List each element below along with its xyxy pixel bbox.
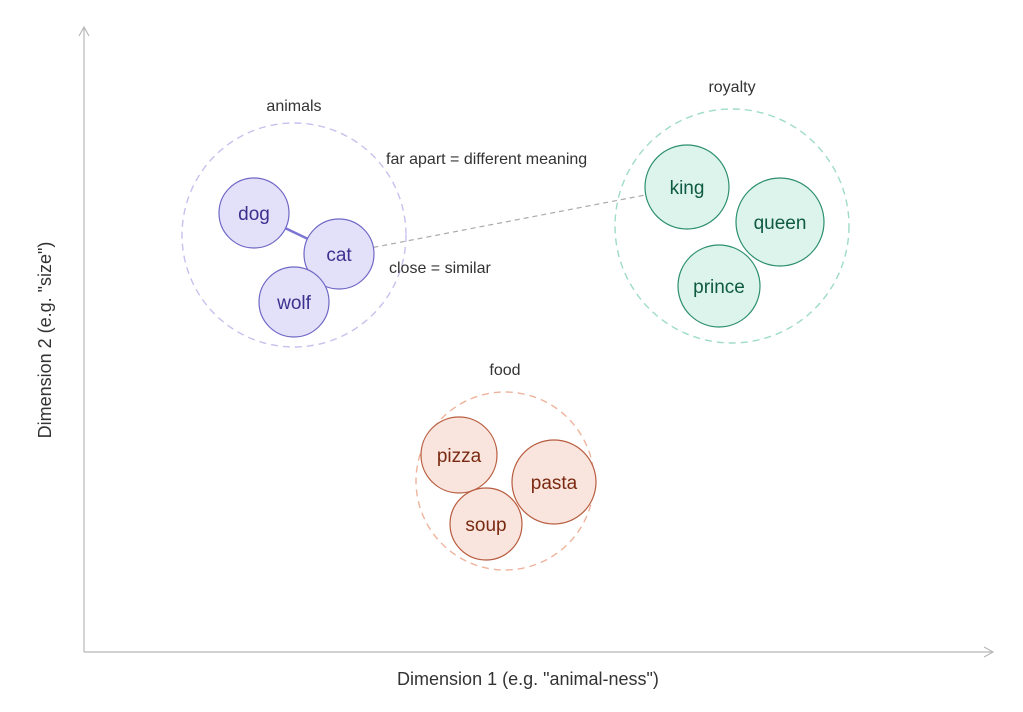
prince-label: prince — [693, 277, 745, 298]
y-axis-arrowhead — [78, 25, 90, 37]
pasta-node — [511, 439, 597, 525]
group-food: food pizza pasta soup — [415, 362, 597, 571]
pizza-node — [420, 416, 498, 494]
pasta-label: pasta — [531, 473, 578, 494]
royalty-cluster-boundary — [614, 108, 850, 344]
pizza-label: pizza — [437, 446, 482, 467]
cat-label: cat — [326, 245, 352, 266]
wolf-node — [258, 266, 330, 338]
word-node-wolf: wolf — [258, 266, 330, 338]
group-animals: animals dog cat wolf — [181, 98, 407, 348]
queen-node — [735, 177, 825, 267]
prince-node — [677, 244, 761, 328]
y-axis-label: Dimension 2 (e.g. "size") — [35, 242, 55, 439]
similar-meaning-link — [284, 227, 309, 240]
word-node-pizza: pizza — [420, 416, 498, 494]
links — [284, 194, 646, 248]
word-node-queen: queen — [735, 177, 825, 267]
word-node-dog: dog — [218, 177, 290, 249]
animals-group-label: animals — [266, 98, 321, 115]
soup-label: soup — [465, 515, 506, 536]
word-node-king: king — [644, 144, 730, 230]
word-node-prince: prince — [677, 244, 761, 328]
word-node-soup: soup — [449, 487, 523, 561]
x-axis-label: Dimension 1 (e.g. "animal-ness") — [397, 669, 659, 689]
word-node-cat: cat — [303, 218, 375, 290]
king-label: king — [670, 178, 705, 199]
far-apart-annotation: far apart = different meaning — [386, 151, 587, 168]
different-meaning-link — [373, 194, 646, 248]
close-annotation: close = similar — [389, 260, 491, 277]
dog-node — [218, 177, 290, 249]
axes: Dimension 1 (e.g. "animal-ness") Dimensi… — [35, 25, 995, 689]
royalty-group-label: royalty — [708, 79, 755, 96]
dog-label: dog — [238, 204, 270, 225]
group-royalty: royalty king queen prince — [614, 79, 850, 344]
word-node-pasta: pasta — [511, 439, 597, 525]
animals-cluster-boundary — [181, 122, 407, 348]
x-axis-arrowhead — [983, 646, 995, 658]
queen-label: queen — [754, 213, 807, 234]
soup-node — [449, 487, 523, 561]
wolf-label: wolf — [276, 293, 312, 314]
food-group-label: food — [489, 362, 520, 379]
cat-node — [303, 218, 375, 290]
king-node — [644, 144, 730, 230]
